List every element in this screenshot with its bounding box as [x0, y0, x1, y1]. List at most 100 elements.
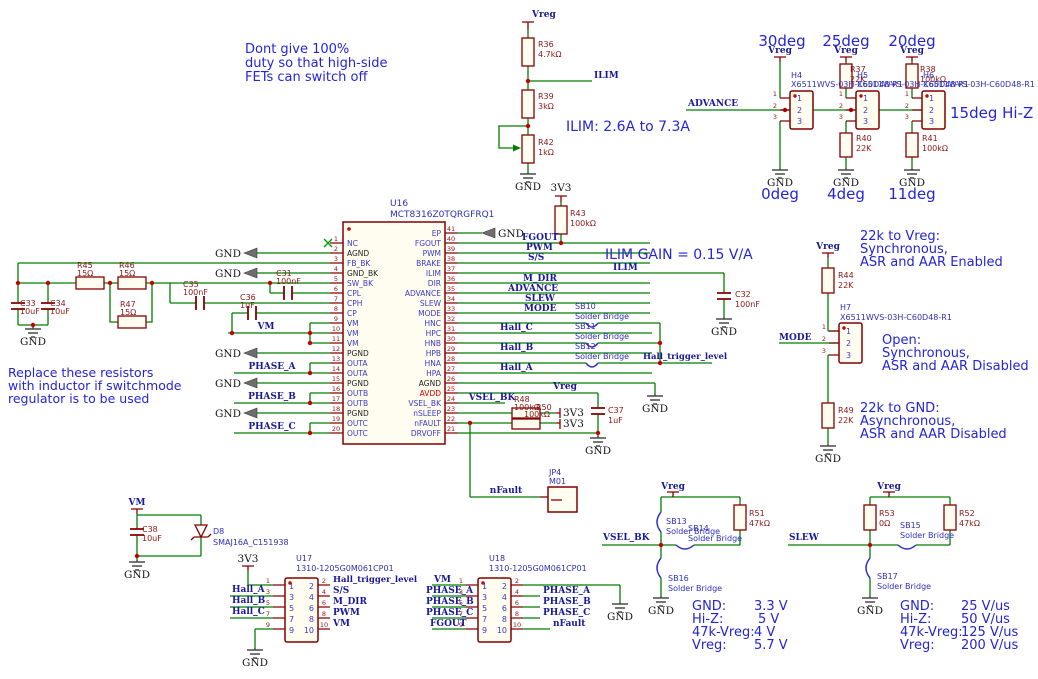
- u16-pin-name: OUTB: [347, 399, 368, 408]
- u17-pin-num: 5: [266, 599, 270, 607]
- resistor-r41[interactable]: R41 100kΩ: [905, 132, 948, 158]
- r38-value: 100kΩ: [920, 75, 946, 84]
- capacitor-c34[interactable]: C34 10uF: [41, 299, 70, 316]
- gnd-label: GND: [899, 177, 925, 189]
- r51-value: 47kΩ: [749, 519, 770, 528]
- resistor-r40[interactable]: R40 22K: [839, 132, 872, 158]
- resistor-r44[interactable]: R44 22K: [821, 267, 854, 294]
- u16-pin: 31: [447, 325, 455, 333]
- deg30-note: 30deg: [758, 32, 805, 50]
- u16-pin-name: OUTB: [347, 389, 368, 398]
- slew-row4-value: 200 V/us: [961, 638, 1018, 653]
- capacitor-c36[interactable]: C36 1uF: [240, 293, 257, 320]
- resistor-r45[interactable]: R45 15Ω: [75, 261, 105, 290]
- u16-pin: 13: [332, 355, 340, 363]
- u18-pin: 1: [482, 582, 487, 591]
- resistor-r38[interactable]: R38 100kΩ: [905, 63, 946, 89]
- resistor-r47[interactable]: R47 15Ω: [117, 300, 147, 329]
- sb13-desc: Solder Bridge: [666, 527, 720, 536]
- slew-section[interactable]: R53 0Ω R52 47kΩ SB15 Solder Bridge SB17 …: [789, 504, 980, 591]
- r37-value: 22K: [850, 75, 866, 84]
- resistor-r48[interactable]: R48 100kΩ: [511, 395, 541, 419]
- resistor-r36[interactable]: R36 4.7kΩ: [521, 37, 561, 67]
- sb10-desc: Solder Bridge: [575, 312, 629, 321]
- solder-bridges-hall[interactable]: SB10 Solder Bridge SB11 Solder Bridge SB…: [575, 302, 629, 368]
- u17-pin: 10: [304, 626, 314, 635]
- mode-open-line3: ASR and AAR Disabled: [882, 359, 1029, 374]
- u16-pin-name: HPA: [426, 369, 442, 378]
- h5-pin2: 2: [863, 106, 868, 115]
- power-symbols: Vreg Vreg Vreg Vreg Vreg Vreg Vreg Vreg …: [128, 10, 925, 571]
- vreg-label: Vreg: [833, 46, 858, 56]
- capacitor-c31[interactable]: C31 100nF: [276, 269, 301, 300]
- u17-pin: 7: [289, 615, 294, 624]
- sb14-desc: Solder Bridge: [688, 534, 742, 543]
- capacitor-c35[interactable]: C35 100nF: [183, 280, 208, 310]
- h6-pin1-num: 1: [905, 90, 909, 98]
- capacitor-c32[interactable]: C32 100nF: [717, 290, 760, 309]
- u16-pin-name: VM: [347, 329, 359, 338]
- advance-net-label: ADVANCE: [507, 284, 558, 294]
- u18-ref: U18: [489, 554, 505, 563]
- sb14-ref: SB14: [688, 524, 709, 533]
- connector-h7[interactable]: H7 X6511WVS-03H-C60D48-R1 1 2 3 1 2 3: [822, 303, 952, 364]
- resistor-r49[interactable]: R49 22K: [821, 402, 854, 429]
- connector-h6[interactable]: H6 X6511WVS-03H-C60D48-R1 1 2 3 1 2 3: [905, 71, 1035, 130]
- u17-pin: 9: [289, 626, 294, 635]
- u16-pin: 11: [332, 335, 340, 343]
- u17-pin: 3: [289, 593, 294, 602]
- connector-h5[interactable]: H5 X6511WVS-03H-C60D48-R1 1 2 3 1 2 3: [839, 71, 969, 130]
- jumper-jp4[interactable]: JP4 M01: [540, 468, 578, 513]
- diode-d8[interactable]: D8 SMAJ16A_C151938: [190, 524, 289, 547]
- resistor-r39[interactable]: R39 3kΩ: [521, 89, 554, 119]
- u16-pin: 15: [332, 375, 340, 383]
- u16-pin-name: CPL: [347, 289, 362, 298]
- duty-note: Dont give 100% duty so that high-side FE…: [245, 42, 387, 85]
- r41-ref: R41: [922, 134, 938, 143]
- u18-pin: 6: [502, 604, 507, 613]
- connector-u18[interactable]: U18 1310-1205G0M061CP01 1 3 5 7 9 2 4 6 …: [459, 554, 587, 643]
- vsel-section[interactable]: R51 47kΩ SB13 Solder Bridge SB14 Solder …: [602, 504, 770, 593]
- gnd-label: GND: [515, 181, 541, 193]
- capacitor-c38[interactable]: C38 10uF: [130, 525, 162, 543]
- u17-ref: U17: [296, 554, 312, 563]
- resistor-r43[interactable]: R43 100kΩ: [554, 205, 596, 235]
- u16-pin-name: VM: [347, 339, 359, 348]
- r43-ref: R43: [570, 209, 586, 218]
- r53-value: 0Ω: [879, 519, 890, 528]
- mode-net-label: MODE: [524, 304, 557, 314]
- resistor-r46[interactable]: R46 15Ω: [117, 261, 147, 290]
- u17-pin-num: 8: [322, 610, 326, 618]
- resistor-r50[interactable]: R50 100kΩ: [511, 403, 552, 430]
- gnd-label: GND: [215, 348, 241, 360]
- u16-pin-name: HNA: [425, 359, 442, 368]
- vreg-label: Vreg: [552, 382, 577, 392]
- vm-label: VM: [128, 498, 146, 508]
- u18-pin-num: 9: [459, 621, 463, 629]
- u17-pin: 8: [309, 615, 314, 624]
- gnd-label: GND: [215, 248, 241, 260]
- u16-pin-name: HPB: [426, 349, 441, 358]
- vm-label: VM: [332, 619, 350, 629]
- u16-pin: 6: [334, 285, 338, 293]
- r36-value: 4.7kΩ: [538, 50, 561, 59]
- vsel-row4-label: Vreg:: [692, 638, 727, 653]
- u16-pin-name: PWM: [423, 249, 441, 258]
- resistor-r37[interactable]: R37 22K: [839, 63, 866, 89]
- capacitor-c37[interactable]: C37 1uF: [591, 406, 624, 425]
- connector-h4[interactable]: H4 X6511WVS-03H-C60D48-R1 1 2 3 1 2 3: [773, 71, 903, 130]
- phasea-net-label: PHASE_A: [248, 362, 296, 372]
- slew-table: GND:25 V/us Hi-Z:50 V/us 47k-Vreg:125 V/…: [900, 599, 1018, 653]
- 3v3-label: 3V3: [563, 418, 584, 430]
- potentiometer-r42[interactable]: R42 1kΩ: [513, 134, 554, 164]
- halltrig-net-label: Hall_trigger_level: [643, 352, 728, 362]
- r50-value: 100kΩ: [524, 410, 550, 419]
- u18-pin: 7: [482, 615, 487, 624]
- u16-pin: 5: [334, 275, 338, 283]
- connector-u17[interactable]: U17 1310-1205G0M061CP01 1 3 5 7 9 2 4 6 …: [266, 554, 394, 643]
- capacitor-c33[interactable]: C33 10uF: [11, 299, 40, 316]
- replace-note: Replace these resistors with inductor if…: [8, 365, 182, 406]
- duty-note-line2: duty so that high-side: [245, 56, 387, 71]
- mdir-net-label: M_DIR: [333, 597, 367, 607]
